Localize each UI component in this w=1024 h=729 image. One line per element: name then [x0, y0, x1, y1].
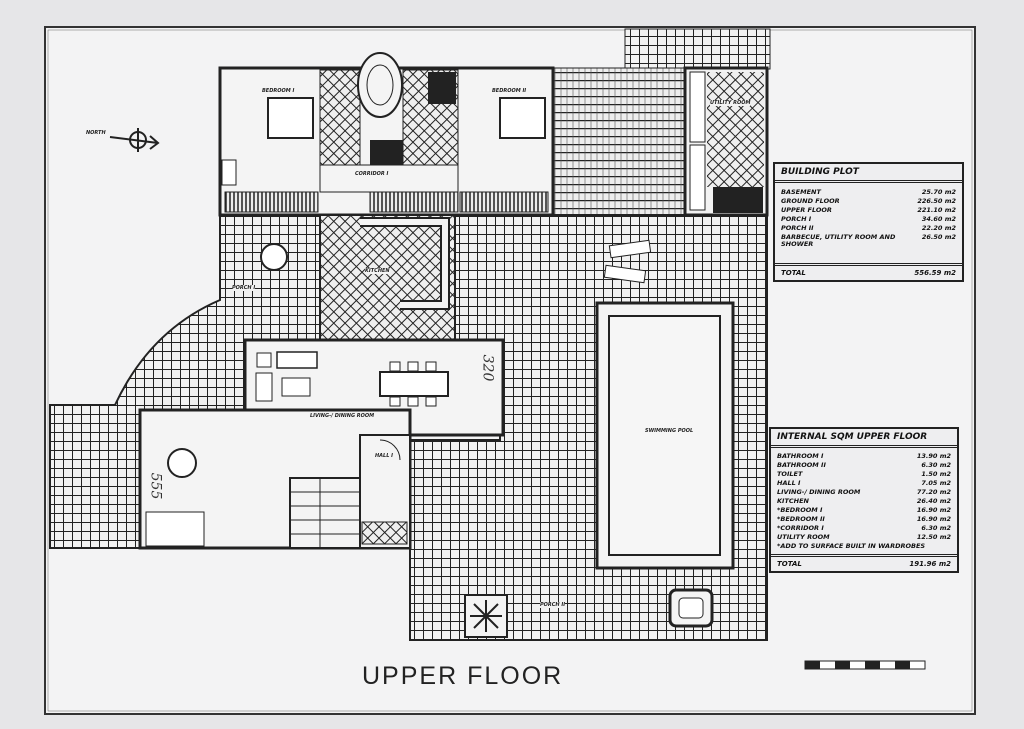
terrace [552, 67, 686, 216]
total-value: 556.59 m2 [914, 269, 956, 277]
row-value: 13.90 m2 [916, 452, 951, 460]
total-label: TOTAL [777, 560, 802, 568]
row-value: 226.50 m2 [917, 197, 956, 205]
round-dining-table [167, 448, 197, 478]
row-label: *CORRIDOR I [777, 524, 824, 532]
total-label: TOTAL [781, 269, 806, 277]
table-row: PORCH I 34.60 m2 [775, 215, 962, 224]
table-total: TOTAL 191.96 m2 [771, 554, 957, 571]
row-value: 22.20 m2 [921, 224, 956, 232]
row-label: BARBECUE, UTILITY ROOM AND SHOWER [781, 233, 896, 248]
row-label: GROUND FLOOR [781, 197, 840, 205]
sofa [276, 351, 318, 369]
row-value: 6.30 m2 [921, 461, 951, 469]
scale-bar [804, 660, 926, 670]
staircase [289, 477, 361, 549]
table-row: BASEMENT 25.70 m2 [775, 188, 962, 197]
bed [267, 97, 314, 139]
row-value: 12.50 m2 [916, 533, 951, 541]
row-label: TOILET [777, 470, 803, 478]
row-label: BATHROOM II [777, 461, 826, 469]
room-label-bedroom1: BEDROOM I [262, 88, 295, 94]
row-label: BASEMENT [781, 188, 821, 196]
row-label: BATHROOM I [777, 452, 824, 460]
kitchen [319, 214, 456, 341]
row-value: 25.70 m2 [921, 188, 956, 196]
table-row: BATHROOM I 13.90 m2 [771, 452, 957, 461]
table-row: *BEDROOM II 16.90 m2 [771, 515, 957, 524]
internal-sqm-table: INTERNAL SQM UPPER FLOOR BATHROOM I 13.90… [769, 427, 959, 573]
table-row: TOILET 1.50 m2 [771, 470, 957, 479]
row-value: 34.60 m2 [921, 215, 956, 223]
row-value: 77.20 m2 [916, 488, 951, 496]
table-row: BARBECUE, UTILITY ROOM AND SHOWER 26.50 m… [775, 233, 962, 249]
table-row: BATHROOM II 6.30 m2 [771, 461, 957, 470]
corridor [319, 164, 459, 193]
note-text: *ADD TO SURFACE BUILT IN WARDROBES [777, 542, 926, 550]
dining-table [379, 371, 449, 397]
table-row: *CORRIDOR I 6.30 m2 [771, 524, 957, 533]
table-row: UPPER FLOOR 221.10 m2 [775, 206, 962, 215]
row-label: *BEDROOM I [777, 506, 823, 514]
table-row: UTILITY ROOM 12.50 m2 [771, 533, 957, 542]
table-row: KITCHEN 26.40 m2 [771, 497, 957, 506]
row-label: UPPER FLOOR [781, 206, 832, 214]
building-plot-table: BUILDING PLOT BASEMENT 25.70 m2 GROUND FL… [773, 162, 964, 282]
total-value: 191.96 m2 [909, 560, 951, 568]
north-arrow-icon [109, 128, 160, 152]
table-note: *ADD TO SURFACE BUILT IN WARDROBES [771, 542, 957, 551]
row-label: *BEDROOM II [777, 515, 825, 523]
room-label-bedroom2: BEDROOM II [492, 88, 527, 94]
room-label-corridor: CORRIDOR I [355, 171, 389, 177]
row-value: 6.30 m2 [921, 524, 951, 532]
row-value: 16.90 m2 [916, 515, 951, 523]
room-label-porch2: PORCH II [540, 602, 566, 608]
table-row: LIVING-/ DINING ROOM 77.20 m2 [771, 488, 957, 497]
building-plot-title: BUILDING PLOT [775, 164, 962, 183]
room-label-porch1: PORCH I [232, 285, 256, 291]
table-total: TOTAL 556.59 m2 [775, 263, 962, 280]
room-label-kitchen: KITCHEN [365, 268, 390, 274]
north-label: NORTH [86, 130, 106, 136]
row-value: 7.05 m2 [921, 479, 951, 487]
internal-sqm-title: INTERNAL SQM UPPER FLOOR [771, 429, 957, 448]
bed [499, 97, 546, 139]
table-row: GROUND FLOOR 226.50 m2 [775, 197, 962, 206]
handwritten-dimension: 555 [147, 472, 164, 500]
row-label: HALL I [777, 479, 801, 487]
drawing-title: UPPER FLOOR [362, 662, 564, 690]
row-label: KITCHEN [777, 497, 809, 505]
table-row: *BEDROOM I 16.90 m2 [771, 506, 957, 515]
table-row: HALL I 7.05 m2 [771, 479, 957, 488]
room-label-living: LIVING-/ DINING ROOM [310, 413, 375, 419]
row-label: PORCH I [781, 215, 812, 223]
row-label: LIVING-/ DINING ROOM [777, 488, 861, 496]
row-value: 26.40 m2 [916, 497, 951, 505]
row-label: PORCH II [781, 224, 814, 232]
room-label-utility: UTILITY ROOM [710, 100, 751, 106]
room-label-hall: HALL I [375, 453, 394, 459]
row-value: 1.50 m2 [921, 470, 951, 478]
table-row: PORCH II 22.20 m2 [775, 224, 962, 233]
row-value: 16.90 m2 [916, 506, 951, 514]
handwritten-dimension: 320 [479, 354, 496, 382]
row-label: UTILITY ROOM [777, 533, 830, 541]
room-label-pool: SWIMMING POOL [645, 428, 694, 434]
row-value: 221.10 m2 [917, 206, 956, 214]
row-value: 26.50 m2 [921, 233, 956, 241]
